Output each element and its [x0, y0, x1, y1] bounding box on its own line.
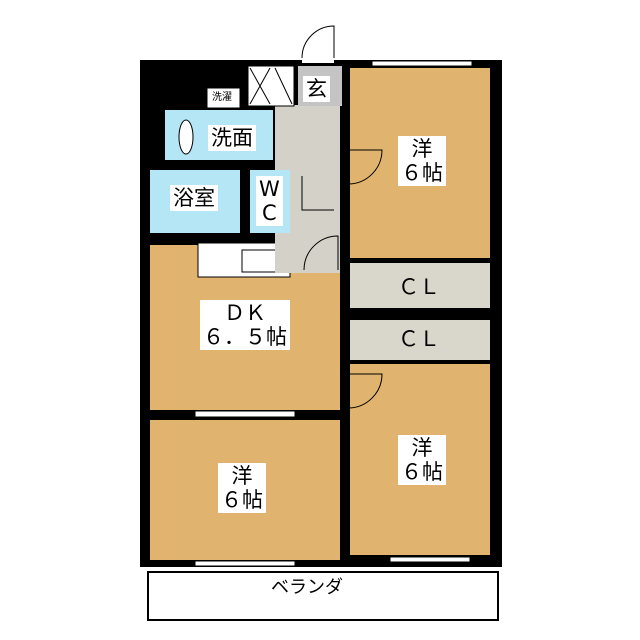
- room-sw-label: 洋 ６帖: [218, 463, 266, 514]
- storage-marks: [249, 67, 293, 105]
- door-swing: [347, 149, 383, 185]
- door-swing: [347, 373, 383, 409]
- window: [389, 556, 471, 563]
- closet-1: [350, 263, 490, 308]
- entrance-label: 玄: [303, 76, 330, 103]
- entrance-door[interactable]: [302, 58, 334, 63]
- door-swing: [301, 176, 334, 211]
- dk-label: ＤＫ ６．５帖: [200, 300, 290, 351]
- washroom-label: 洗面: [208, 125, 256, 152]
- window: [371, 60, 473, 67]
- closet-2: [350, 320, 490, 360]
- room-se-label: 洋 ６帖: [398, 435, 446, 486]
- washbasin-icon: [178, 119, 194, 155]
- balcony-label: ベランダ: [268, 577, 346, 600]
- laundry-label: 洗濯: [211, 92, 233, 104]
- window: [194, 560, 296, 567]
- door-swing: [301, 25, 335, 59]
- wc-label: W C: [256, 176, 283, 227]
- bath-label: 浴室: [170, 185, 218, 212]
- closet-2-label: ＣＬ: [398, 327, 440, 351]
- closet-1-label: ＣＬ: [398, 275, 440, 299]
- room-ne-label: 洋 ６帖: [398, 136, 446, 187]
- shoe-storage: [247, 65, 295, 107]
- window: [194, 410, 296, 418]
- door-swing: [303, 235, 339, 271]
